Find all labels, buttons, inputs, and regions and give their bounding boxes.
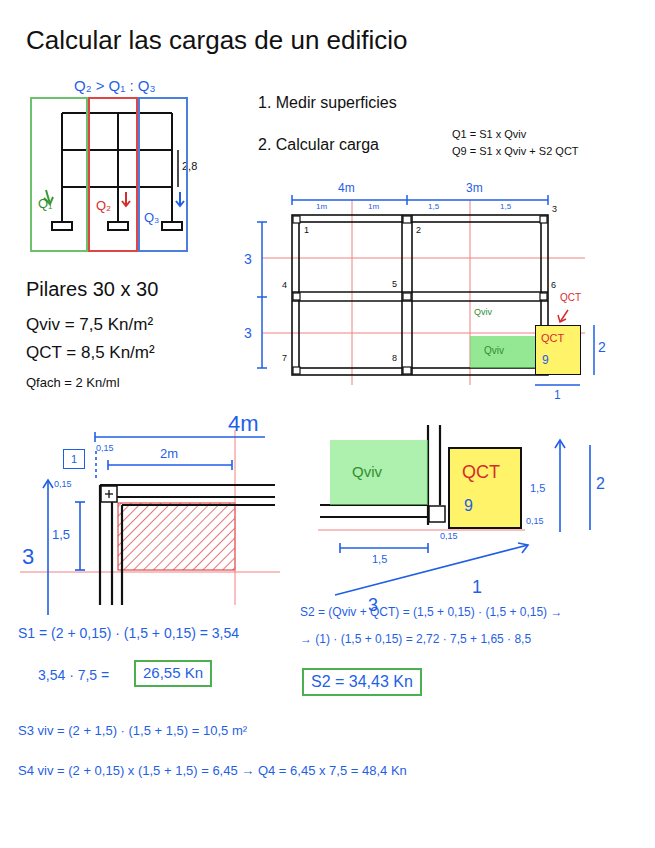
callout-number: 4 xyxy=(282,281,287,291)
node-text: 1 xyxy=(71,453,77,465)
node-text: Q₂ xyxy=(96,199,111,213)
dimension: 2 xyxy=(598,340,606,355)
formula: S2 = (Qviv + QCT) = (1,5 + 0,15) · (1,5 … xyxy=(300,606,562,619)
note: Qfach = 2 Kn/ml xyxy=(26,376,120,390)
node-text: 26,55 Kn xyxy=(143,665,203,682)
note: Pilares 30 x 30 xyxy=(26,278,158,300)
area-fill: QCT 9 xyxy=(448,447,522,529)
area-note: QCT xyxy=(560,292,581,303)
node-text: Qviv xyxy=(352,464,382,481)
callout-number: 5 xyxy=(392,280,397,290)
page-title: Calcular las cargas de un edificio xyxy=(26,26,408,55)
result-box: S2 = 34,43 Kn xyxy=(302,668,422,696)
dimension: 1 xyxy=(554,389,561,402)
formula: S3 viv = (2 + 1,5) · (1,5 + 1,5) = 10,5 … xyxy=(18,724,247,738)
callout-number: 7 xyxy=(282,354,287,364)
dimension: 3 xyxy=(244,252,252,267)
dimension: 2,8 xyxy=(182,160,197,172)
node-text: QCT xyxy=(541,332,564,344)
dimension: 1m xyxy=(316,203,327,212)
formula: S4 viv = (2 + 0,15) x (1,5 + 1,5) = 6,45… xyxy=(18,764,407,778)
formula: 3,54 · 7,5 = xyxy=(38,668,109,683)
node-text: 9 xyxy=(542,354,549,367)
formula: → (1) · (1,5 + 0,15) = 2,72 · 7,5 + 1,65… xyxy=(300,633,531,646)
dimension: 0,15 xyxy=(526,517,544,527)
dimension: 3 xyxy=(22,545,34,569)
dimension: 4m xyxy=(228,412,259,436)
formula: S1 = (2 + 0,15) · (1,5 + 0,15) = 3,54 xyxy=(18,626,239,641)
note: Qviv = 7,5 Kn/m² xyxy=(26,316,153,335)
area-fill: Qviv xyxy=(470,336,535,368)
load-band: Q₃ xyxy=(138,97,188,252)
dimension: 3m xyxy=(466,182,483,195)
dimension: 2m xyxy=(160,447,178,461)
step: 2. Calcular carga xyxy=(258,136,379,154)
node-text: QCT xyxy=(462,463,500,483)
note: QCT = 8,5 Kn/m² xyxy=(26,344,155,363)
area-fill: Qviv xyxy=(330,440,428,505)
dimension: 1,5 xyxy=(500,203,511,212)
dimension: 1,5 xyxy=(52,528,70,542)
node-text: S2 = 34,43 Kn xyxy=(311,673,413,691)
dimension: 1 xyxy=(472,578,482,598)
dimension: 4m xyxy=(338,182,355,195)
load-band: Q₁ xyxy=(30,97,88,252)
callout-number: 3 xyxy=(552,205,557,215)
heading-note: Q₂ > Q₁ : Q₃ xyxy=(74,78,156,95)
callout-number: 6 xyxy=(551,281,556,291)
result-box: 26,55 Kn xyxy=(134,660,212,687)
formula: Q9 = S1 x Qviv + S2 QCT xyxy=(452,145,579,157)
node-text: Q₃ xyxy=(144,211,159,225)
callout-box: 1 xyxy=(63,449,85,469)
callout-number: 8 xyxy=(392,354,397,364)
dimension: 0,15 xyxy=(440,532,458,542)
dimension: 1,5 xyxy=(372,553,387,565)
area-fill: QCT 9 xyxy=(535,325,581,375)
node-text: Qviv xyxy=(484,345,504,356)
load-band: Q₂ xyxy=(88,97,138,252)
callout-number: 2 xyxy=(416,226,421,236)
dimension: 1m xyxy=(368,203,379,212)
dimension: 0,15 xyxy=(96,444,114,454)
dimension: 1,5 xyxy=(428,203,439,212)
callout-number: 1 xyxy=(304,226,309,236)
dimension: 3 xyxy=(244,326,252,341)
dimension: 0,15 xyxy=(54,480,72,490)
formula: Q1 = S1 x Qviv xyxy=(452,128,526,140)
node-text: Q₁ xyxy=(38,197,53,211)
node-text: 9 xyxy=(464,497,473,515)
area-note: Qviv xyxy=(474,308,492,318)
dimension: 1,5 xyxy=(530,482,545,494)
step: 1. Medir superficies xyxy=(258,94,397,112)
dimension: 2 xyxy=(596,475,605,493)
